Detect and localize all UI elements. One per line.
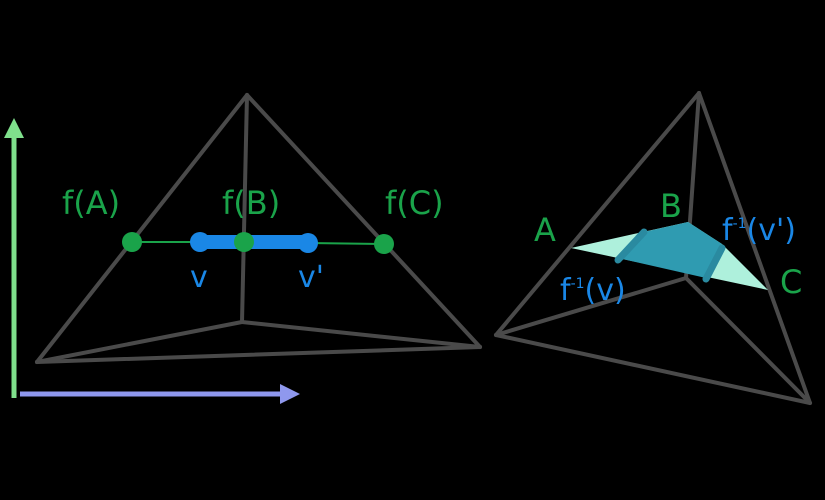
- right-edge-center-right: [684, 276, 812, 405]
- preimage-slice: [571, 222, 768, 290]
- left-edge-left-center: [35, 320, 244, 364]
- left-tetrahedron: [35, 93, 482, 364]
- label-finv-v-prime: f-1(v'): [722, 213, 796, 248]
- left-edge-left-right: [35, 345, 482, 364]
- label-finv-v: f-1(v): [560, 273, 626, 308]
- point-v-prime: [298, 233, 318, 253]
- label-fC: f(C): [385, 184, 444, 222]
- left-edge-apex-center: [240, 93, 249, 324]
- slice-edge-finv-v: [614, 228, 648, 264]
- label-B: B: [660, 187, 682, 225]
- left-edge-apex-right: [245, 93, 482, 349]
- image-line: [132, 235, 385, 249]
- left-edge-center-right: [240, 320, 482, 349]
- right-edge-left-right: [494, 333, 812, 405]
- right-edge-left-center: [494, 276, 688, 337]
- image-line-right-segment: [307, 242, 385, 245]
- point-fB: [234, 232, 254, 252]
- point-fA: [122, 232, 142, 252]
- label-fA: f(A): [62, 184, 120, 222]
- label-C: C: [780, 263, 802, 301]
- slice-dark-region: [618, 222, 722, 278]
- point-v: [190, 232, 210, 252]
- left-edge-apex-left: [35, 93, 249, 364]
- axes: [4, 118, 300, 404]
- label-fB: f(B): [222, 184, 280, 222]
- right-tetrahedron: [494, 91, 812, 405]
- label-v-prime: v': [298, 260, 324, 295]
- right-edge-top-left: [494, 91, 701, 337]
- slice-edge-finv-v-prime: [702, 244, 726, 283]
- label-v: v: [190, 260, 208, 295]
- point-fC: [374, 234, 394, 254]
- right-edge-top-right: [697, 91, 812, 405]
- label-A: A: [534, 211, 556, 249]
